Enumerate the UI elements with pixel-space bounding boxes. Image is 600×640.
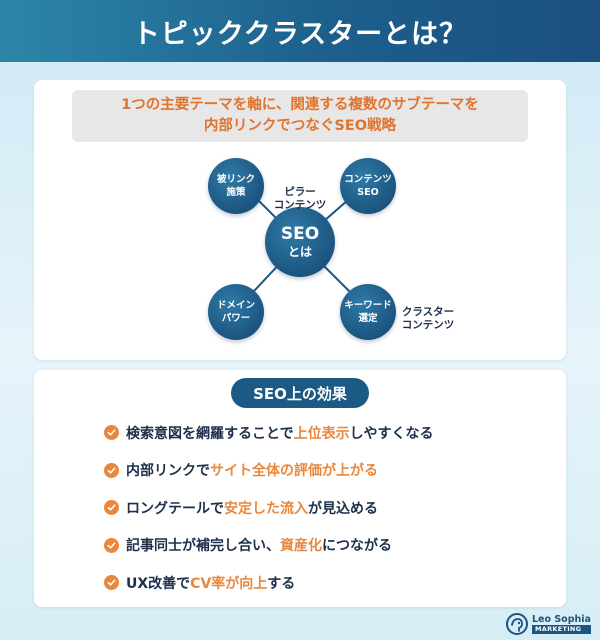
effect-text: 内部リンクで (126, 463, 210, 480)
effects-list: 検索意図を網羅することで上位表示しやすくなる 内部リンクでサイト全体の評価が上が… (104, 414, 544, 602)
diagram-card: 1つの主要テーマを軸に、関連する複数のサブテーマを 内部リンクでつなぐSEO戦略… (34, 80, 566, 360)
node-keyword-selection-line-2: 選定 (358, 313, 378, 324)
brand-name: Leo Sophia (532, 614, 591, 625)
effects-title: SEO上の効果 (231, 378, 369, 408)
effect-text-suffix: が見込める (308, 500, 378, 517)
node-keyword-selection: キーワード 選定 (340, 284, 396, 340)
effects-card: SEO上の効果 検索意図を網羅することで上位表示しやすくなる 内部リンクでサイト… (34, 370, 566, 607)
node-center-line-2: とは (287, 244, 312, 259)
node-backlinks-line-1: 被リンク (216, 174, 255, 185)
brand-text: Leo Sophia MARKETING (532, 614, 591, 634)
check-icon (104, 425, 119, 441)
effect-highlight: 安定した流入 (224, 500, 308, 517)
pillar-content-label-line-1: ピラー (284, 186, 316, 198)
effect-text: 記事同士が補完し合い、 (126, 538, 280, 555)
page-title: トピッククラスターとは？ (132, 18, 468, 50)
check-icon (104, 575, 119, 591)
effect-item: 検索意図を網羅することで上位表示しやすくなる (104, 414, 544, 452)
node-center-line-1: SEO (280, 223, 320, 244)
effect-item: ロングテールで安定した流入が見込める (104, 489, 544, 527)
effect-item: 内部リンクでサイト全体の評価が上がる (104, 452, 544, 490)
effect-text-suffix: につながる (322, 538, 392, 555)
node-content-seo-line-1: コンテンツ (344, 174, 392, 185)
effect-text: ロングテールで (126, 500, 224, 517)
summary-box: 1つの主要テーマを軸に、関連する複数のサブテーマを 内部リンクでつなぐSEO戦略 (72, 90, 528, 142)
pillar-content-label-line-2: コンテンツ (273, 199, 327, 211)
effect-text-suffix: する (267, 575, 296, 592)
node-content-seo: コンテンツ SEO (340, 158, 396, 214)
node-center-seo: SEO とは (265, 207, 335, 277)
node-backlinks-line-2: 施策 (226, 187, 246, 198)
lion-head-icon (506, 613, 528, 635)
brand-subtitle: MARKETING (532, 625, 591, 634)
check-icon (104, 462, 119, 478)
effect-text-suffix: しやすくなる (349, 425, 434, 442)
node-domain-power-line-1: ドメイン (216, 300, 255, 311)
effect-highlight: サイト全体の評価が上がる (210, 463, 378, 480)
node-keyword-selection-line-1: キーワード (344, 300, 392, 311)
cluster-content-label: クラスター コンテンツ (396, 306, 460, 332)
node-backlinks: 被リンク 施策 (208, 158, 264, 214)
effect-highlight: 上位表示 (293, 425, 350, 442)
brand-logo: Leo Sophia MARKETING (506, 610, 596, 638)
summary-line-2: 内部リンクでつなぐSEO戦略 (203, 118, 397, 134)
cluster-content-label-line-1: クラスター (401, 306, 455, 318)
check-icon (104, 537, 119, 553)
header-banner: トピッククラスターとは？ (0, 0, 600, 62)
summary-line-1: 1つの主要テーマを軸に、関連する複数のサブテーマを (121, 97, 479, 113)
node-domain-power-line-2: パワー (221, 313, 251, 324)
pillar-content-label: ピラー コンテンツ (270, 186, 330, 212)
cluster-content-label-line-2: コンテンツ (401, 319, 455, 331)
effect-text: 検索意図を網羅することで (126, 425, 294, 442)
node-domain-power: ドメイン パワー (208, 284, 264, 340)
effect-item: 記事同士が補完し合い、資産化につながる (104, 527, 544, 565)
effect-highlight: CV率が向上 (190, 575, 268, 592)
check-icon (104, 500, 119, 516)
effect-highlight: 資産化 (280, 538, 322, 555)
effect-text: UX改善で (126, 575, 191, 592)
node-content-seo-line-2: SEO (357, 187, 379, 198)
